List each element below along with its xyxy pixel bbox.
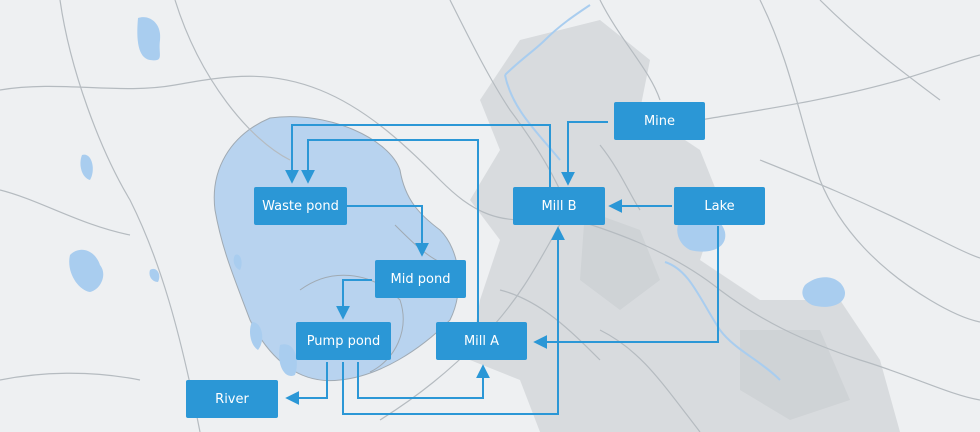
node-mine: Mine	[614, 102, 705, 140]
arrow-mill-b-to-waste-pond	[285, 124, 551, 187]
arrow-waste-pond-to-mid-pond	[347, 205, 429, 257]
arrow-pump-pond-to-mill-a	[357, 362, 490, 399]
arrow-mill-a-to-waste-pond	[301, 139, 479, 322]
node-pump-pond: Pump pond	[296, 322, 391, 360]
node-mid-pond: Mid pond	[375, 260, 466, 298]
pond-area	[213, 116, 460, 382]
arrow-pump-pond-to-mill-b	[342, 226, 565, 415]
node-lake: Lake	[674, 187, 765, 225]
arrow-pump-pond-to-river	[285, 362, 328, 405]
flow-arrows	[285, 121, 719, 415]
arrow-lake-to-mill-a	[533, 226, 719, 349]
node-mill-b: Mill B	[513, 187, 605, 225]
streams	[504, 4, 781, 381]
arrow-mid-pond-to-pump-pond	[336, 279, 372, 320]
node-waste-pond: Waste pond	[254, 187, 347, 225]
node-river: River	[186, 380, 278, 418]
node-mill-a: Mill A	[436, 322, 527, 360]
arrow-mine-to-mill-b	[561, 121, 608, 186]
